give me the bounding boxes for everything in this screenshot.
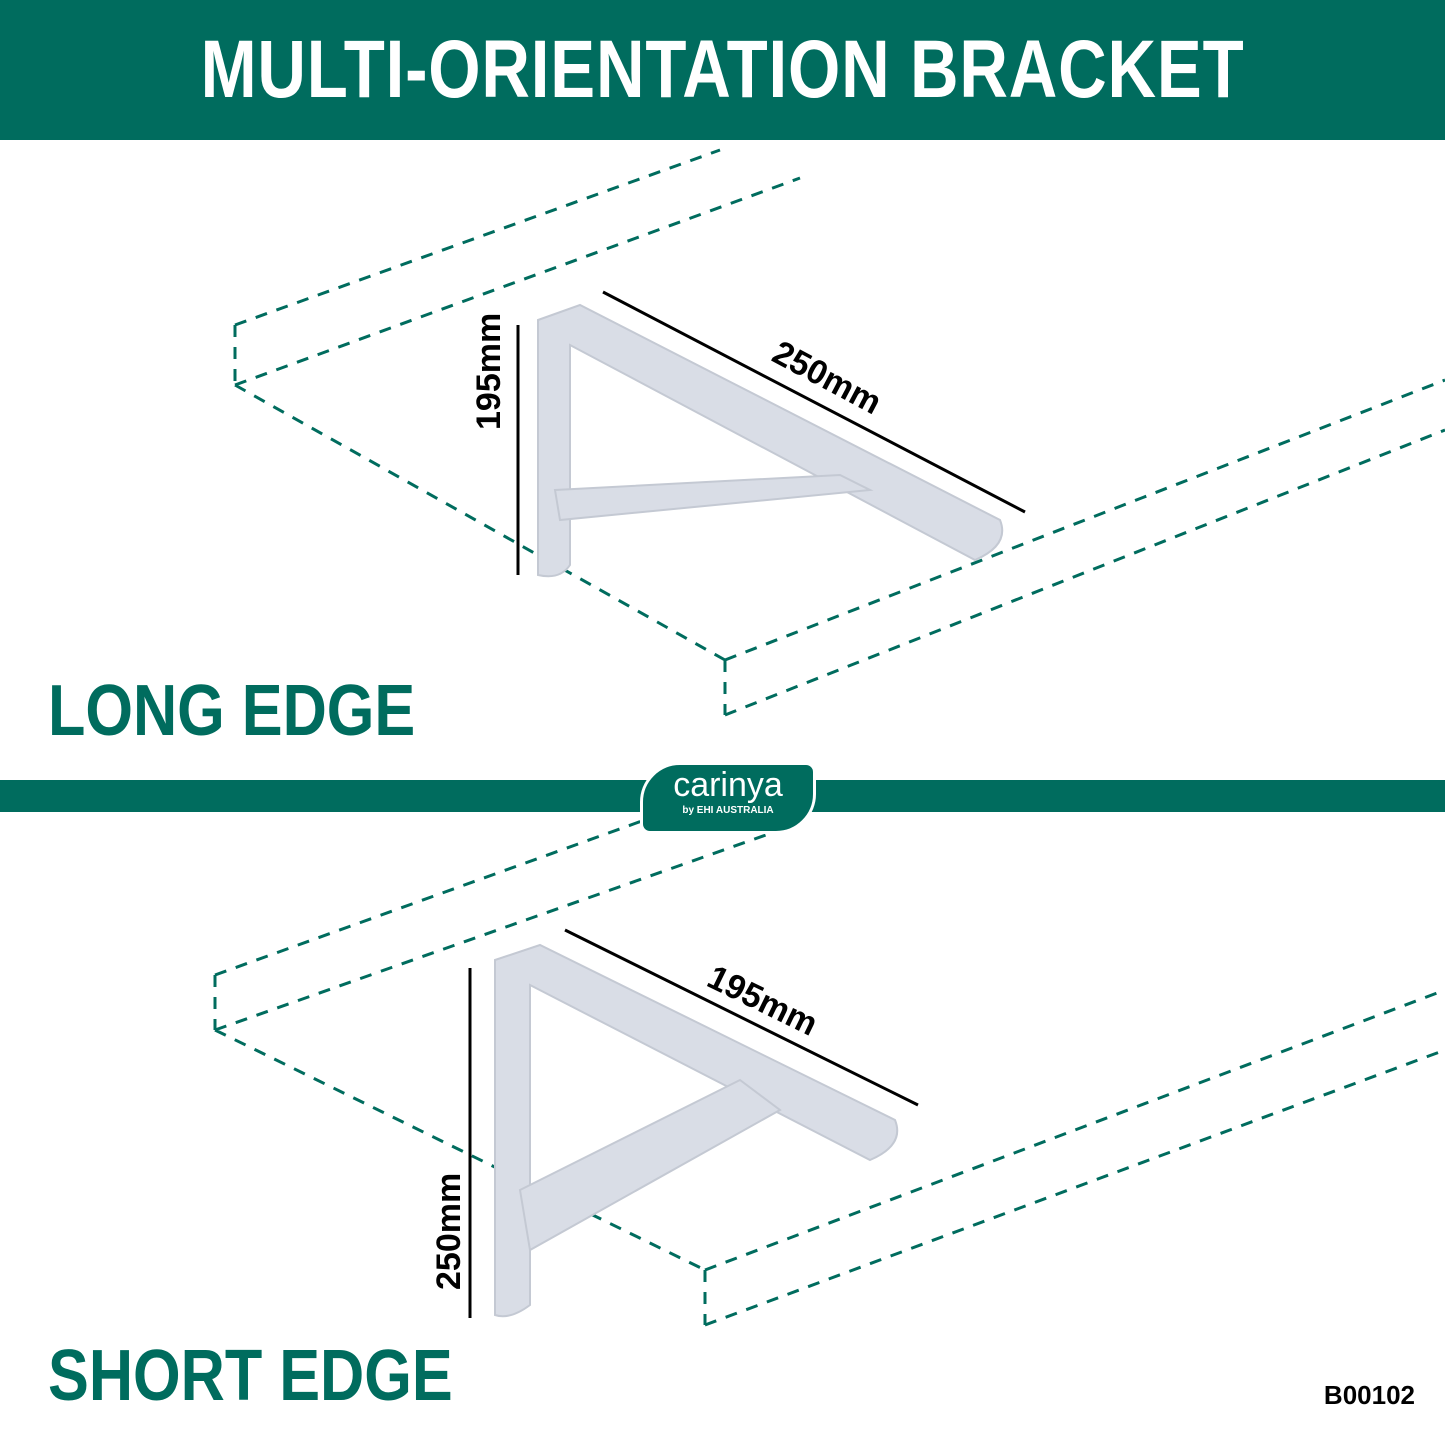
title-banner: MULTI-ORIENTATION BRACKET (0, 0, 1445, 140)
long-edge-label: LONG EDGE (48, 671, 416, 751)
product-code: B00102 (1323, 1380, 1415, 1410)
svg-text:195mm: 195mm (701, 958, 823, 1044)
svg-text:250mm: 250mm (430, 1173, 468, 1290)
short-edge-label: SHORT EDGE (48, 1336, 453, 1416)
page-title: MULTI-ORIENTATION BRACKET (200, 24, 1245, 115)
svg-text:195mm: 195mm (470, 313, 508, 430)
